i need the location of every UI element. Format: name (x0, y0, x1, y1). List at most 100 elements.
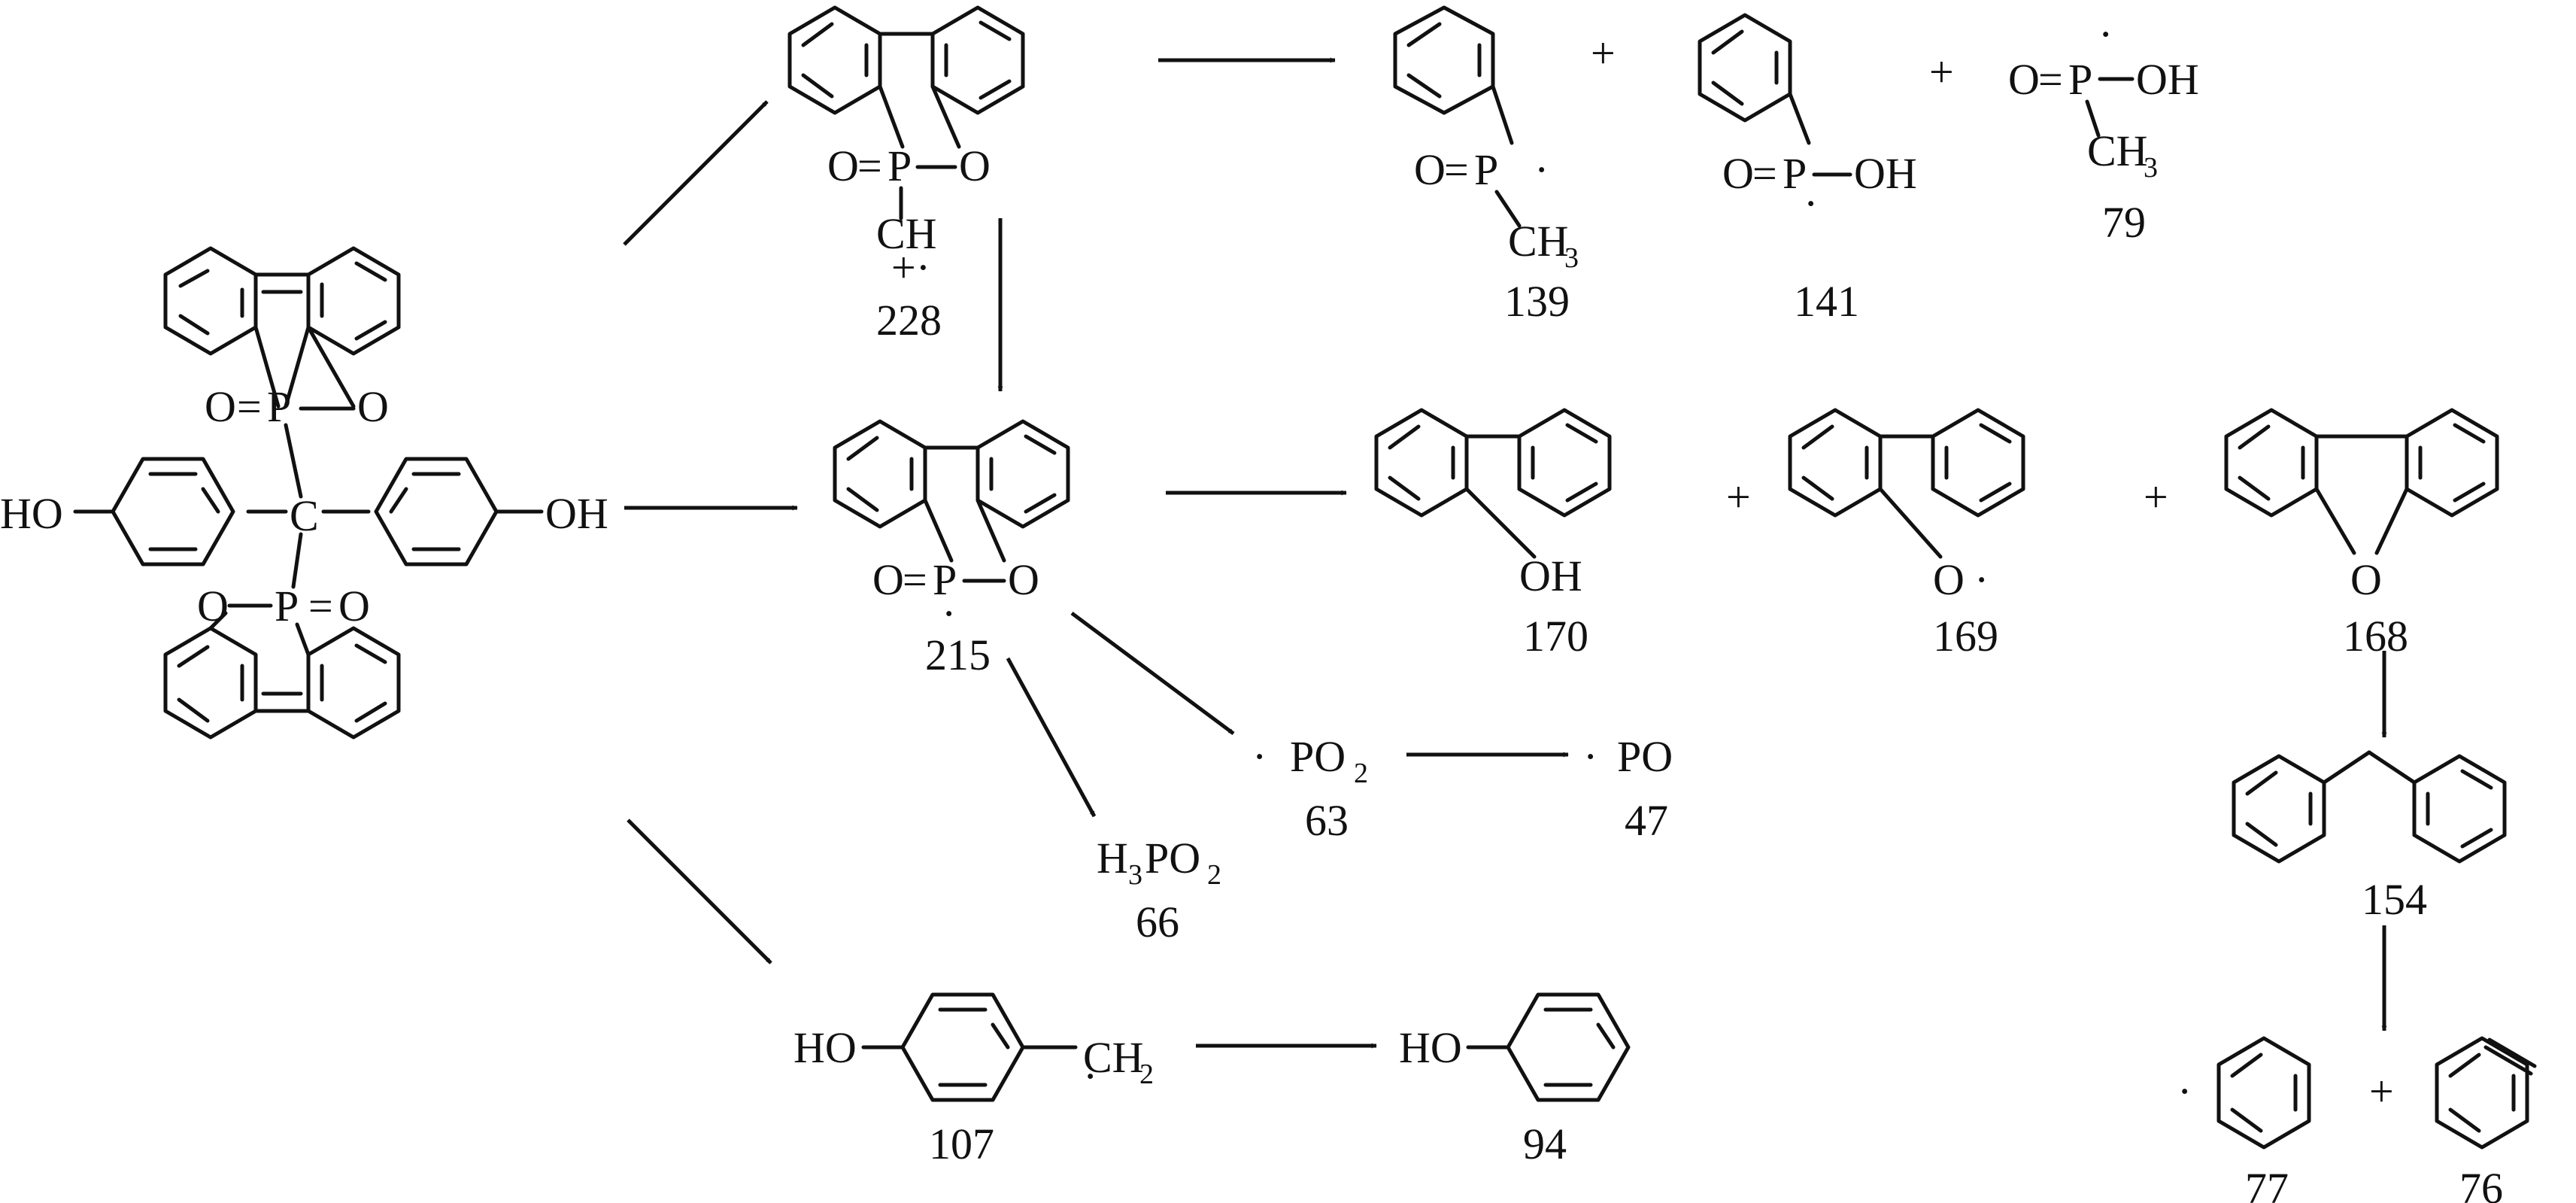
subscript-2: 2 (1354, 758, 1368, 789)
phosphorus-label: P (267, 382, 291, 431)
oxygen-label: O (872, 555, 904, 604)
mz-label: 169 (1933, 612, 1998, 661)
oxygen-label: O (205, 382, 236, 431)
radical-label: · (2098, 10, 2113, 59)
phosphorus-label: P (1474, 145, 1498, 194)
arrow (627, 819, 772, 965)
equals-label: = (308, 582, 333, 630)
subscript-3: 3 (2144, 152, 2158, 184)
mz-label: 47 (1625, 796, 1668, 845)
benzene-ring (1788, 408, 1883, 518)
po-label: PO (1145, 834, 1200, 883)
oxygen-label: O (827, 141, 859, 190)
radical-label: · (1252, 732, 1267, 781)
mz-label: 107 (929, 1119, 994, 1168)
oxygen-label: O (2008, 55, 2040, 104)
mz-label: 66 (1136, 898, 1179, 946)
fragment-63: · PO 2 63 (1252, 732, 1368, 845)
plus-sign: + (1929, 47, 1954, 96)
benzene-ring (1698, 13, 1792, 123)
mz-label: 141 (1794, 277, 1859, 326)
benzene-ring (163, 626, 258, 740)
parent-molecule: O = P O C HO OH O P = O (0, 246, 608, 740)
radical-label: · (1974, 555, 1989, 604)
radical-label: · (1583, 732, 1597, 781)
oxygen-label: O (2350, 555, 2382, 604)
hydroxyl-label: OH (1854, 149, 1917, 198)
carbon-label: C (290, 491, 319, 540)
benzene-ring (1393, 5, 1495, 115)
radical-cation-label: +· (891, 243, 930, 292)
radical-label: · (942, 589, 956, 638)
benzene-ring (2224, 408, 2319, 518)
radical-label: · (1804, 179, 1818, 228)
benzene-ring (1506, 992, 1631, 1102)
plus-sign: + (1591, 29, 1616, 77)
fragment-94: HO 94 (1399, 992, 1631, 1168)
benzene-ring (975, 419, 1070, 529)
fragment-228: O = P O CH +· 228 (787, 5, 1025, 345)
radical-label: · (1083, 1052, 1097, 1101)
arrow (1006, 657, 1097, 818)
oxygen-label: O (1933, 555, 1965, 604)
benzene-ring (163, 246, 258, 356)
fragment-154: 154 (2232, 750, 2507, 924)
ch-label: CH (876, 209, 937, 258)
phosphorus-label: P (933, 555, 957, 604)
ch2-label: CH (1083, 1033, 1144, 1082)
plus-sign: + (2144, 472, 2168, 521)
benzene-ring (111, 457, 235, 567)
benzene-ring (1374, 408, 1469, 518)
fragment-215: O = P O · 215 (833, 419, 1070, 679)
benzene-ring (833, 419, 927, 529)
benzene-ring (930, 5, 1025, 115)
fragment-139: O = P · CH 3 139 (1393, 5, 1579, 326)
oxygen-label: O (1414, 145, 1446, 194)
hydroxyl-label: OH (2136, 55, 2199, 104)
benzene-ring (306, 626, 401, 740)
oxygen-label: O (1722, 149, 1754, 198)
benzene-ring (2405, 408, 2499, 518)
phosphorus-label: P (887, 141, 912, 190)
fragment-76: 76 (2435, 1036, 2537, 1203)
arrow (1070, 611, 1235, 736)
plus-sign: + (1726, 472, 1751, 521)
fragment-141: O = P OH · 141 (1698, 13, 1917, 326)
oxygen-label: O (338, 582, 370, 630)
benzene-ring (1517, 408, 1612, 518)
equals-label: = (1444, 145, 1469, 194)
mz-label: 170 (1523, 612, 1588, 661)
arrow (623, 100, 769, 246)
hydroxyl-label: HO (0, 489, 63, 538)
plus-sign: + (2369, 1067, 2394, 1116)
equals-label: = (1752, 149, 1777, 198)
fragment-66: H 3 PO 2 66 (1097, 834, 1221, 946)
mz-label: 94 (1523, 1119, 1567, 1168)
hydroxyl-label: OH (1519, 551, 1582, 600)
benzene-ring (1931, 408, 2025, 518)
oxygen-label: O (357, 382, 389, 431)
methyl-label: CH (1508, 217, 1569, 266)
subscript-2: 2 (1207, 859, 1221, 891)
equals-label: = (2038, 55, 2063, 104)
mz-label: 76 (2459, 1164, 2503, 1203)
hydroxyl-label: HO (793, 1023, 857, 1072)
fragment-77: · 77 (2177, 1036, 2311, 1203)
fragment-79: · O = P OH CH 3 79 (2008, 10, 2199, 247)
fragment-170: OH 170 (1374, 408, 1612, 661)
oxygen-label: O (959, 141, 991, 190)
mz-label: 63 (1305, 796, 1349, 845)
fragment-107: HO CH 2 · 107 (793, 992, 1154, 1168)
benzene-ring (374, 457, 499, 567)
equals-label: = (857, 141, 882, 190)
po-label: PO (1290, 732, 1346, 781)
mz-label: 168 (2343, 612, 2408, 661)
phosphorus-label: P (1783, 149, 1807, 198)
benzene-ring (2216, 1036, 2311, 1150)
subscript-2: 2 (1139, 1059, 1154, 1090)
equals-label: = (903, 555, 927, 604)
radical-label: · (1534, 145, 1549, 194)
subscript-3: 3 (1564, 242, 1579, 274)
radical-label: · (2177, 1067, 2192, 1116)
